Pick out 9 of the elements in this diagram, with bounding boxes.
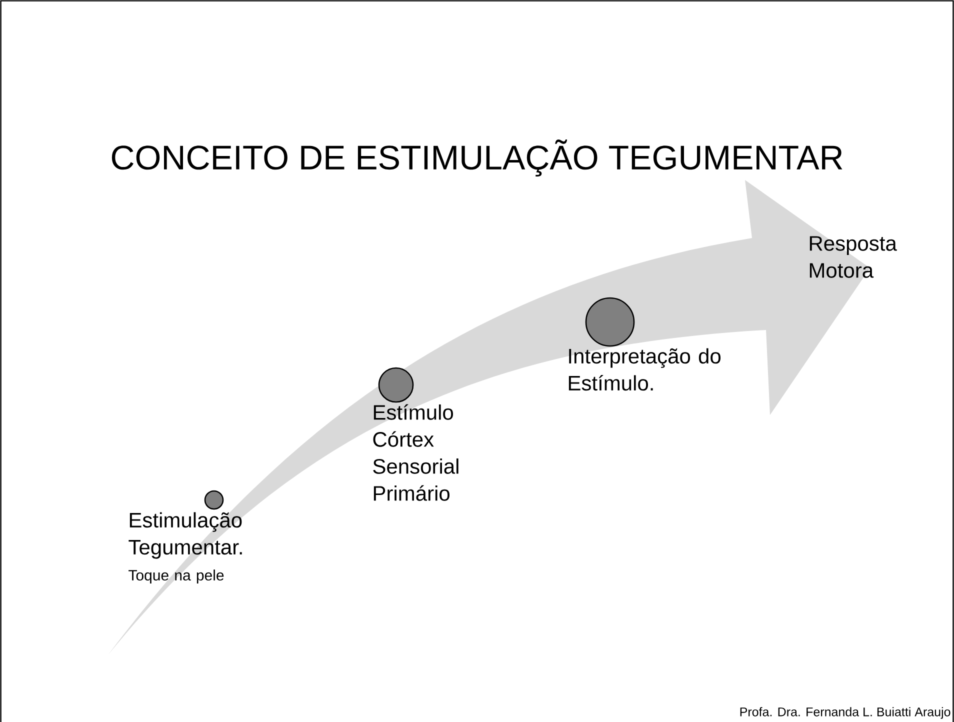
circle-marker [204,490,224,510]
stage-label: Estímulo Córtex Sensorial Primário [373,404,458,501]
footer-credit: Profa. Dra. Fernanda L. Buiatti Araujo [740,707,950,719]
stage-label: Estimulação Tegumentar. Toque na pele [128,512,242,584]
circle-marker [378,367,414,403]
slide-title: CONCEITO DE ESTIMULAÇÃO TEGUMENTAR [112,139,842,177]
stage-label: Resposta Motora [810,236,897,278]
circle-marker [585,297,635,347]
stage-label: Interpretação do Estímulo. [568,348,721,391]
